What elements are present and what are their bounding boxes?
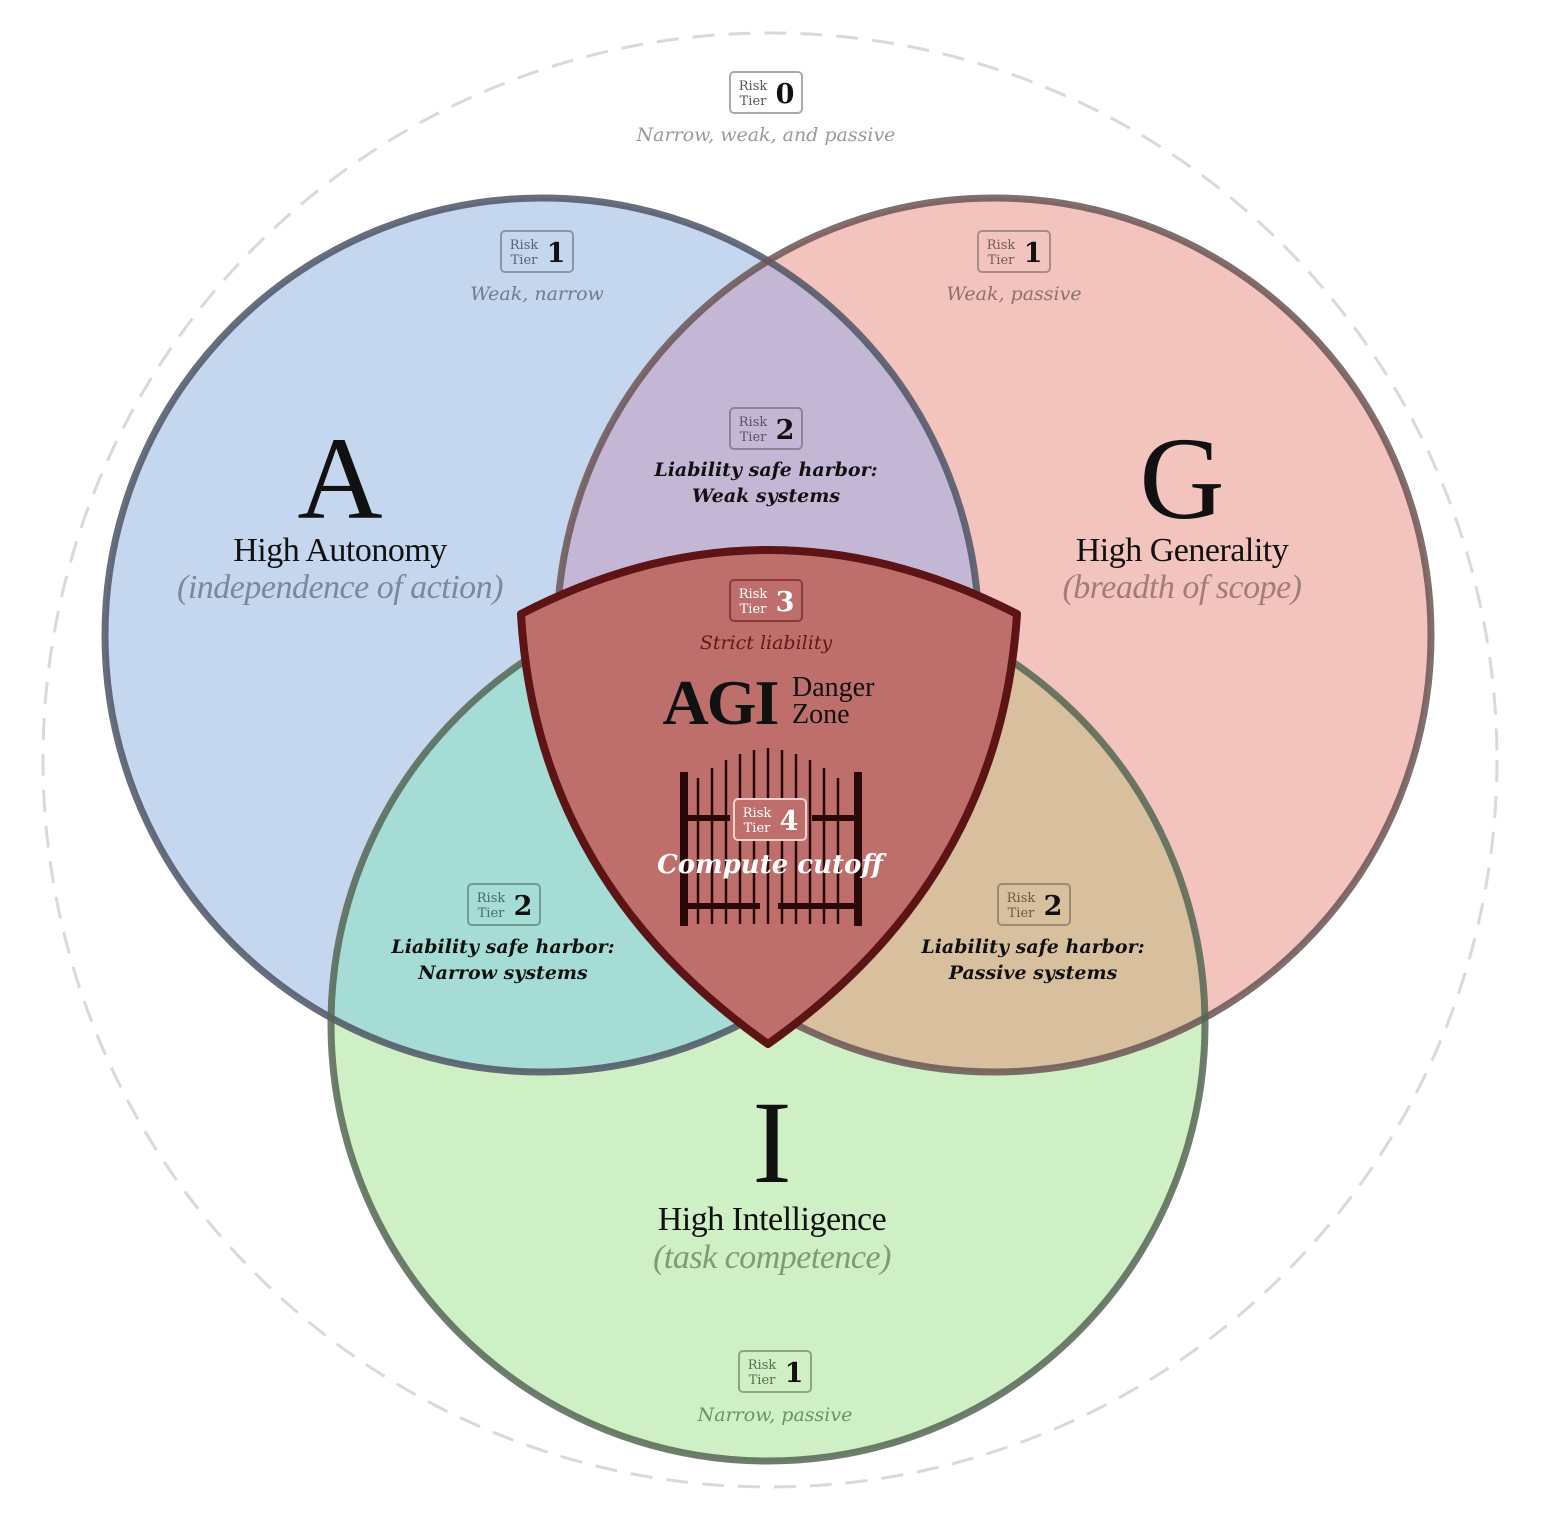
autonomy-subtitle: (independence of action) bbox=[177, 569, 503, 606]
badge-label-top: Risk bbox=[739, 587, 768, 602]
tier-0-description: Narrow, weak, and passive bbox=[636, 124, 896, 146]
badge-number: 3 bbox=[776, 587, 795, 618]
generality-intelligence-line1: Liability safe harbor: bbox=[920, 936, 1144, 958]
intelligence-tier-1-description: Narrow, passive bbox=[697, 1404, 853, 1426]
badge-number: 1 bbox=[1024, 238, 1043, 269]
autonomy-intelligence-line1: Liability safe harbor: bbox=[390, 936, 614, 958]
autonomy-generality-line2: Weak systems bbox=[692, 485, 840, 507]
badge-number: 1 bbox=[785, 1358, 804, 1389]
zone-label: Zone bbox=[792, 699, 850, 730]
badge-number: 0 bbox=[776, 79, 795, 110]
badge-label-bottom: Tier bbox=[744, 821, 772, 836]
autonomy-letter: A bbox=[297, 413, 382, 544]
badge-label-bottom: Tier bbox=[749, 1373, 777, 1388]
autonomy-tier-1-description: Weak, narrow bbox=[470, 283, 604, 305]
generality-subtitle: (breadth of scope) bbox=[1062, 569, 1301, 606]
autonomy-generality-line1: Liability safe harbor: bbox=[653, 459, 877, 481]
badge-number: 1 bbox=[547, 238, 566, 269]
badge-number: 2 bbox=[514, 891, 533, 922]
intelligence-title: High Intelligence bbox=[658, 1201, 886, 1238]
generality-tier-1-description: Weak, passive bbox=[946, 283, 1081, 305]
badge-label-bottom: Tier bbox=[511, 253, 539, 268]
badge-number: 2 bbox=[1044, 891, 1063, 922]
badge-label-top: Risk bbox=[510, 238, 539, 253]
generality-letter: G bbox=[1139, 413, 1224, 544]
badge-label-bottom: Tier bbox=[740, 602, 768, 617]
badge-number: 2 bbox=[776, 415, 795, 446]
strict-liability-description: Strict liability bbox=[700, 632, 833, 654]
danger-zone-risk-tier-3-badge: Risk Tier 3 bbox=[729, 579, 803, 622]
agi-label: AGI bbox=[663, 667, 778, 738]
risk-tier-0-badge: Risk Tier 0 bbox=[729, 71, 803, 114]
badge-label-bottom: Tier bbox=[1008, 906, 1036, 921]
autonomy-risk-tier-1-badge: Risk Tier 1 bbox=[500, 230, 574, 273]
badge-label-bottom: Tier bbox=[740, 94, 768, 109]
badge-label-top: Risk bbox=[748, 1358, 777, 1373]
badge-label-top: Risk bbox=[987, 238, 1016, 253]
compute-cutoff-risk-tier-4-badge: Risk Tier 4 bbox=[733, 798, 807, 841]
badge-label-bottom: Tier bbox=[988, 253, 1016, 268]
generality-intelligence-risk-tier-2-badge: Risk Tier 2 bbox=[997, 883, 1071, 926]
outer-universe-circle bbox=[41, 31, 1499, 1489]
generality-title: High Generality bbox=[1076, 532, 1289, 569]
generality-risk-tier-1-badge: Risk Tier 1 bbox=[977, 230, 1051, 273]
danger-label: Danger bbox=[792, 672, 875, 703]
autonomy-title: High Autonomy bbox=[233, 532, 447, 569]
badge-label-bottom: Tier bbox=[740, 430, 768, 445]
compute-cutoff-label: Compute cutoff bbox=[657, 850, 887, 880]
autonomy-intelligence-line2: Narrow systems bbox=[417, 962, 588, 984]
badge-label-top: Risk bbox=[1007, 891, 1036, 906]
intelligence-letter: I bbox=[752, 1077, 791, 1208]
intelligence-risk-tier-1-badge: Risk Tier 1 bbox=[738, 1350, 812, 1393]
intelligence-subtitle: (task competence) bbox=[653, 1239, 891, 1276]
badge-label-top: Risk bbox=[739, 415, 768, 430]
autonomy-intelligence-risk-tier-2-badge: Risk Tier 2 bbox=[467, 883, 541, 926]
badge-label-top: Risk bbox=[477, 891, 506, 906]
badge-label-bottom: Tier bbox=[478, 906, 506, 921]
badge-number: 4 bbox=[780, 806, 799, 837]
autonomy-generality-risk-tier-2-badge: Risk Tier 2 bbox=[729, 407, 803, 450]
badge-label-top: Risk bbox=[739, 79, 768, 94]
generality-intelligence-line2: Passive systems bbox=[948, 962, 1118, 984]
badge-label-top: Risk bbox=[743, 806, 772, 821]
